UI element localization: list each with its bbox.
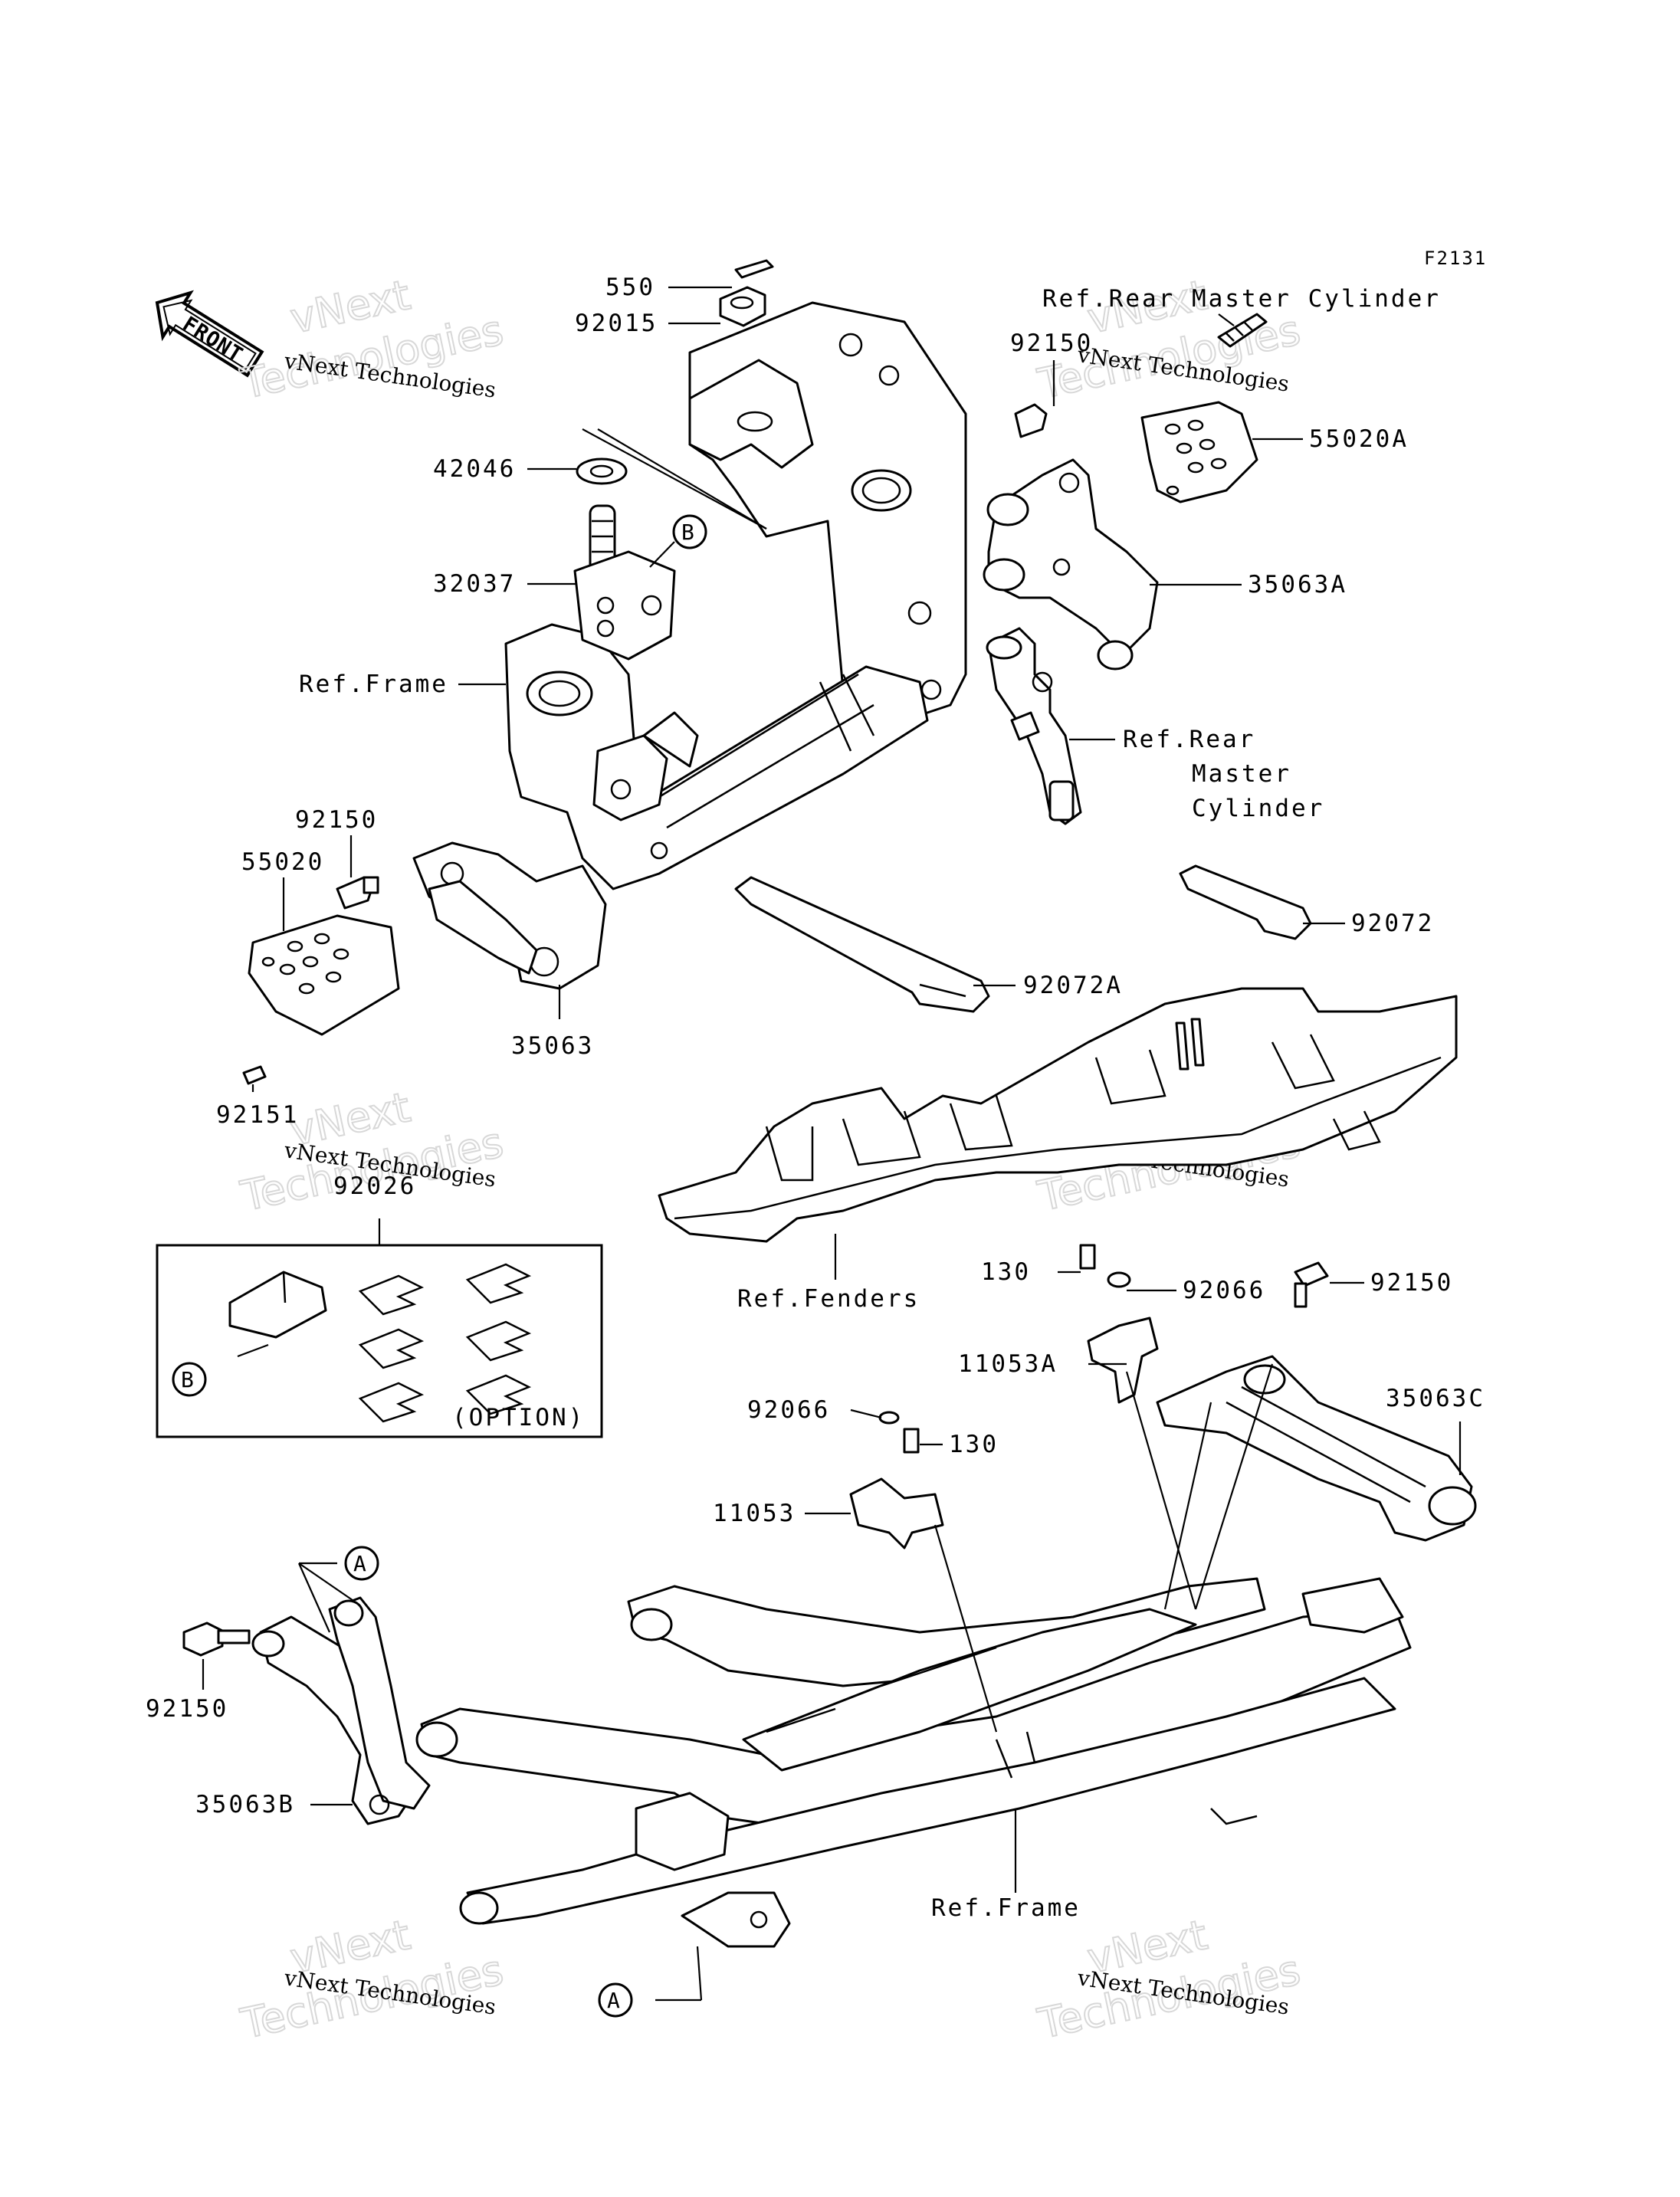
footrest-bracket-35063c <box>1156 1355 1477 1542</box>
screw-92066-b <box>878 1411 900 1425</box>
footrest-bracket-35063 <box>412 841 607 990</box>
ref-rear-master-label-2: Master <box>1192 760 1291 788</box>
bolt-92150-right <box>1294 1261 1329 1308</box>
callout-b-top: B <box>672 514 707 549</box>
ref-frame-top-label: Ref.Frame <box>299 671 448 698</box>
part-label-92150-top: 92150 <box>1010 330 1093 357</box>
bolt-130-b <box>903 1428 920 1454</box>
part-label-35063: 35063 <box>511 1032 594 1060</box>
part-label-55020: 55020 <box>241 848 324 876</box>
ref-rear-master-label-3: Cylinder <box>1192 795 1324 822</box>
svg-text:A: A <box>353 1551 366 1576</box>
upper-frame-drawing <box>504 301 967 890</box>
part-label-92026: 92026 <box>333 1172 416 1200</box>
nut-92015 <box>719 286 766 327</box>
bolt-92150-top <box>1014 403 1048 438</box>
part-label-550: 550 <box>605 274 655 301</box>
figure-code: F2131 <box>1424 248 1487 269</box>
bolt-130-a <box>1079 1244 1096 1270</box>
bracket-b-shim <box>228 1271 327 1339</box>
part-label-130-b: 130 <box>949 1431 999 1458</box>
ref-fenders-label: Ref.Fenders <box>737 1285 920 1313</box>
part-label-92151: 92151 <box>216 1101 299 1129</box>
callout-a-bottom: A <box>598 1982 633 2018</box>
ref-rear-master-cylinder-top-label: Ref.Rear Master Cylinder <box>1042 285 1441 313</box>
part-label-92066-a: 92066 <box>1183 1277 1265 1304</box>
part-label-42046: 42046 <box>433 455 516 483</box>
bolt-92151 <box>242 1065 267 1085</box>
option-label: (OPTION) <box>452 1404 585 1431</box>
part-label-92150-bottom: 92150 <box>146 1695 228 1723</box>
screw-92066-a <box>1107 1271 1131 1288</box>
heel-guard-55020a <box>1140 401 1258 503</box>
part-label-35063a: 35063A <box>1248 571 1347 598</box>
bolt-master-cylinder-top <box>1217 313 1268 348</box>
part-label-11053a: 11053A <box>958 1350 1058 1378</box>
cotter-pin-550 <box>734 259 774 279</box>
bracket-32037 <box>573 504 676 661</box>
part-label-55020a: 55020A <box>1309 425 1409 453</box>
part-label-92072a: 92072A <box>1023 972 1123 999</box>
callout-b-box: B <box>172 1362 207 1397</box>
bolt-92150-bottom <box>182 1622 251 1657</box>
part-label-11053: 11053 <box>713 1500 796 1527</box>
svg-text:B: B <box>181 1367 194 1392</box>
part-label-32037: 32037 <box>433 570 516 598</box>
part-label-35063c: 35063C <box>1386 1385 1485 1412</box>
ref-rear-master-label-1: Ref.Rear <box>1123 726 1255 753</box>
ref-frame-bottom-label: Ref.Frame <box>931 1894 1081 1922</box>
leader-lines <box>202 286 1462 2002</box>
rear-fender-drawing <box>658 987 1458 1243</box>
footrest-bracket-35063a <box>983 458 1159 671</box>
washer-42046 <box>576 457 628 485</box>
fender-strap-92072 <box>1179 864 1312 940</box>
master-cylinder <box>986 627 1082 825</box>
callout-a-top: A <box>344 1546 379 1581</box>
bolt-92150-left <box>336 876 379 910</box>
part-label-92015: 92015 <box>575 310 658 337</box>
part-label-130-a: 130 <box>981 1258 1031 1286</box>
bracket-11053 <box>849 1477 944 1549</box>
shim-set <box>358 1263 532 1423</box>
part-label-35063b: 35063B <box>195 1791 295 1818</box>
footrest-bracket-35063b <box>251 1596 431 1825</box>
heel-guard-55020 <box>248 914 400 1036</box>
svg-text:A: A <box>607 1988 620 2013</box>
part-label-92072: 92072 <box>1351 910 1434 937</box>
lower-frame-drawing <box>415 1577 1412 1948</box>
svg-text:B: B <box>681 520 694 545</box>
bracket-11053a <box>1087 1317 1159 1404</box>
part-label-92150-right: 92150 <box>1370 1269 1453 1297</box>
part-label-92150-left: 92150 <box>295 806 378 834</box>
part-label-92066-b: 92066 <box>747 1396 830 1424</box>
fender-strap-92072a <box>734 876 990 1013</box>
